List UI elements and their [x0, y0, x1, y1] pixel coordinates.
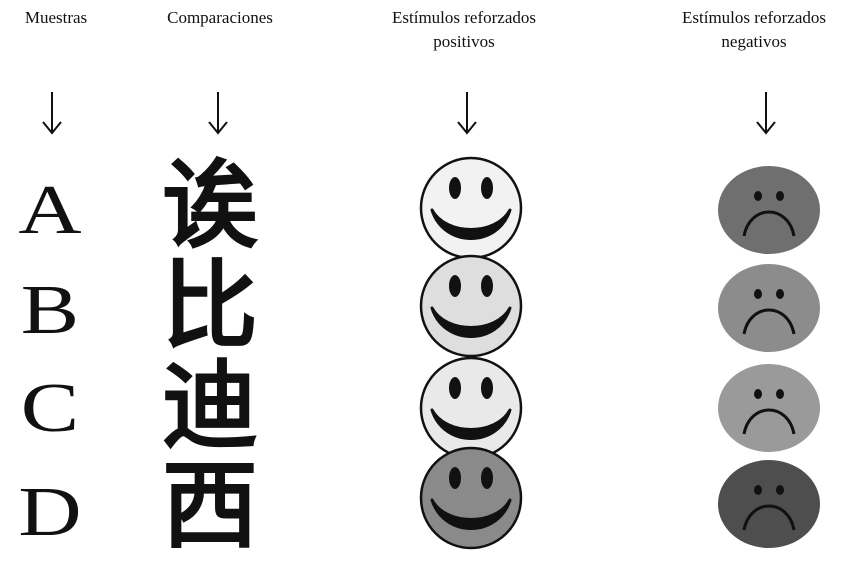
header-comparaciones-label: Comparaciones	[167, 8, 273, 27]
sad-face-icon	[718, 460, 820, 548]
smiley-face-fill	[419, 156, 523, 260]
sad-face-icon	[718, 264, 820, 352]
smiley-face-fill	[419, 356, 523, 460]
header-negativos-line2: negativos	[721, 32, 787, 51]
sample-letter: D	[18, 474, 82, 551]
smiley-face-fill	[419, 254, 523, 358]
header-muestras-label: Muestras	[24, 8, 88, 27]
sample-letter: A	[18, 172, 82, 249]
comparison-character: 比	[162, 250, 258, 362]
sad-face-fill	[718, 364, 820, 452]
header-comparaciones: Comparaciones	[140, 6, 300, 30]
header-positivos-line2: positivos	[433, 32, 495, 51]
smiley-face-fill	[419, 446, 523, 550]
smiley-face-icon	[419, 156, 523, 260]
down-arrow-icon	[42, 92, 62, 135]
header-negativos: Estímulos reforzados negativos	[650, 6, 856, 54]
smiley-face-icon	[419, 254, 523, 358]
smiley-face-icon	[419, 446, 523, 550]
header-negativos-line1: Estímulos reforzados	[682, 8, 826, 27]
sad-face-fill	[718, 264, 820, 352]
sad-face-fill	[718, 166, 820, 254]
smiley-face-icon	[419, 356, 523, 460]
down-arrow-icon	[457, 92, 477, 135]
header-positivos: Estímulos reforzados positivos	[360, 6, 568, 54]
sad-face-icon	[718, 364, 820, 452]
sad-face-fill	[718, 460, 820, 548]
comparison-character: 诶	[162, 150, 258, 262]
comparison-character: 西	[162, 450, 258, 562]
header-muestras: Muestras	[0, 6, 112, 30]
sample-letter: B	[20, 272, 80, 349]
down-arrow-icon	[208, 92, 228, 135]
down-arrow-icon	[756, 92, 776, 135]
comparison-character: 迪	[162, 350, 258, 462]
header-positivos-line1: Estímulos reforzados	[392, 8, 536, 27]
sad-face-icon	[718, 166, 820, 254]
sample-letter: C	[20, 370, 80, 447]
